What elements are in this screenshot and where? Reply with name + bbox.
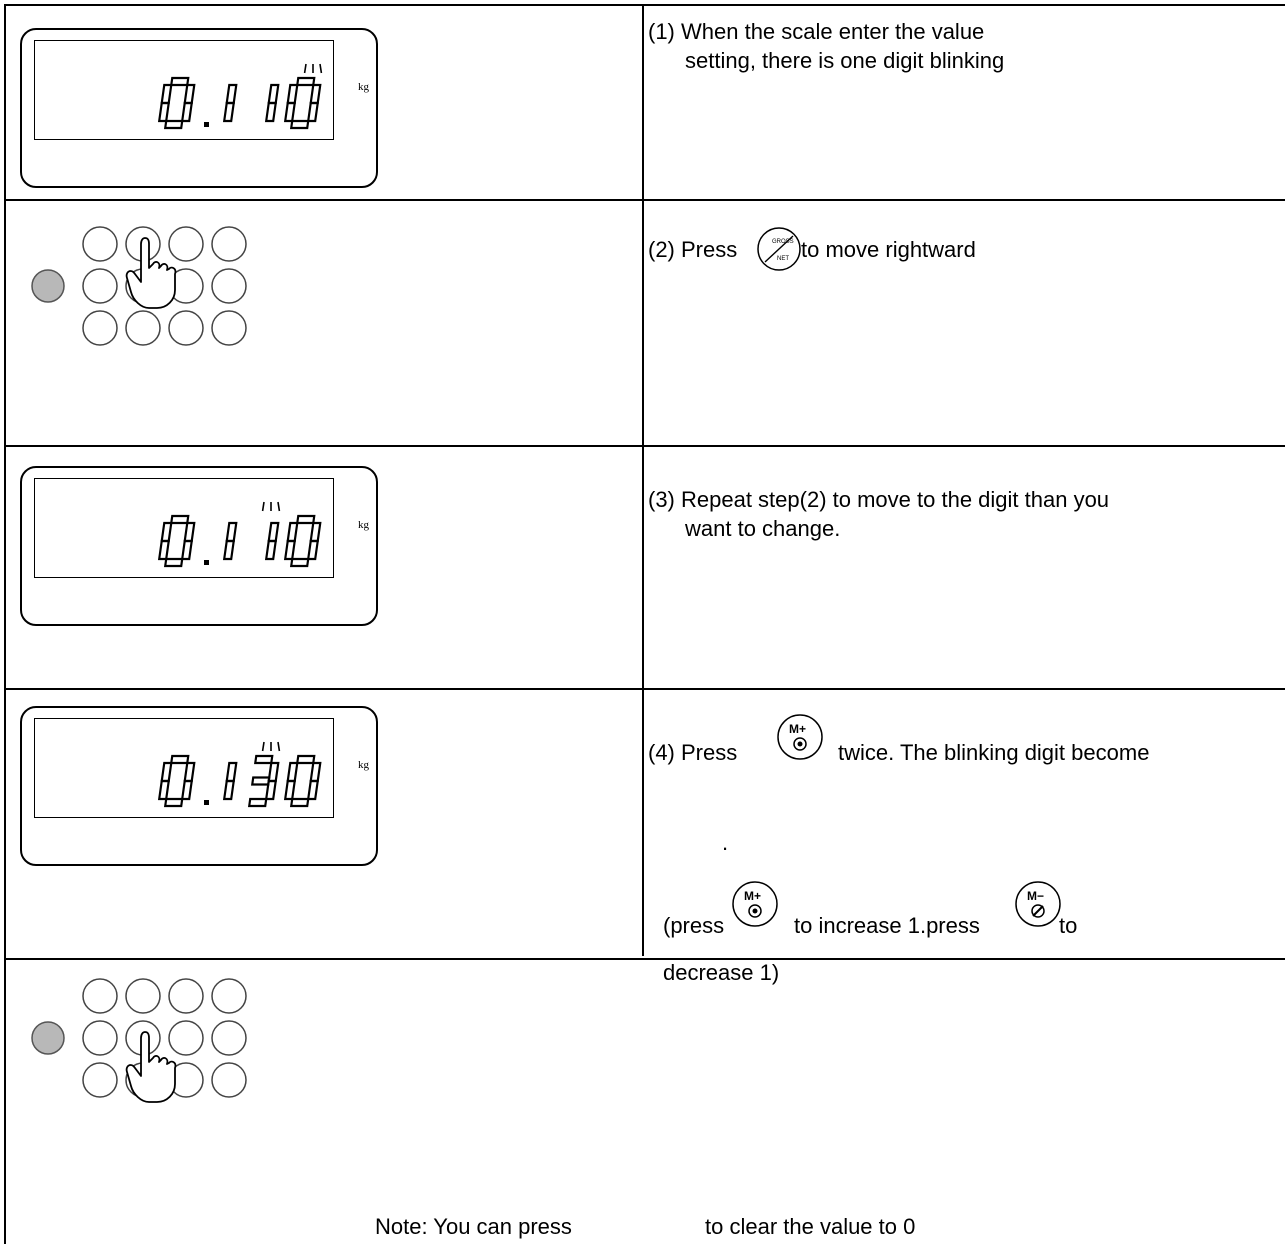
lcd-digit [284,516,321,566]
lcd-unit: kg [358,759,370,771]
keypad-key [83,311,117,345]
note-prefix: Note: You can press [375,1212,572,1241]
note-suffix: to clear the value to 0 [705,1212,915,1241]
row-divider-4 [4,958,1285,960]
lcd-decimal-point [204,122,209,127]
step2-prefix: (2) Press [648,237,737,262]
lcd-digit [249,756,279,806]
keypad-key [212,311,246,345]
keypad-key [212,269,246,303]
lcd-digits: kg [22,708,378,866]
step4-paren-suffix: to [1059,911,1077,940]
lcd-digit [224,523,236,559]
lcd-digits: kg [22,468,378,626]
keypad-key [212,979,246,1013]
scale-display-step1: kg [20,28,378,188]
blink-indicator [263,742,280,751]
step4-suffix: twice. The blinking digit become [838,738,1149,767]
m-plus-label: M+ [789,722,806,736]
step4-paren-middle: to increase 1.press [794,911,980,940]
keypad-key [212,1063,246,1097]
indicator-light [32,1022,64,1054]
keypad-key [83,1021,117,1055]
keypad-key [169,311,203,345]
keypad-key [169,227,203,261]
step4-paren-prefix: (press [663,911,724,940]
m-plus-label: M+ [744,889,761,903]
blink-indicator [263,502,280,511]
keypad-key [83,269,117,303]
lcd-digit [158,516,195,566]
step3-text: (3) Repeat step(2) to move to the digit … [648,485,1109,543]
lcd-digit [158,78,195,128]
keypad-key [83,227,117,261]
keypad-key [83,1063,117,1097]
lcd-digit [266,85,278,121]
step4-last-line: decrease 1) [663,958,779,987]
step3-line2: want to change. [648,514,1109,543]
blink-indicator [305,64,322,73]
step1-line1: (1) When the scale enter the value [648,17,1004,46]
m-minus-label: M− [1027,889,1044,903]
step1-text: (1) When the scale enter the value setti… [648,17,1004,75]
lcd-decimal-point [204,800,209,805]
keypad-key [126,311,160,345]
indicator-light [32,270,64,302]
scale-display-step4: kg [20,706,378,866]
step2-suffix: to move rightward [801,235,976,264]
lcd-unit: kg [358,81,370,93]
lcd-digits: kg [22,30,378,188]
step4-dot: . [722,828,728,857]
step1-line2: setting, there is one digit blinking [648,46,1004,75]
scale-display-step3: kg [20,466,378,626]
keypad-key [126,979,160,1013]
keypad-key [212,227,246,261]
gross-net-button-icon: GROSS NET [755,226,803,272]
column-divider [642,4,644,956]
m-plus-button-icon: M+ [775,713,825,761]
keypad-key [83,979,117,1013]
lcd-digit [158,756,195,806]
svg-text:GROSS: GROSS [772,239,794,245]
table-border-top [4,4,1285,6]
svg-text:NET: NET [777,256,789,262]
m-plus-button-icon: M+ [730,880,780,928]
lcd-digit [224,763,236,799]
row-divider-3 [4,688,1285,690]
keypad-key [169,979,203,1013]
keypad-key [212,1021,246,1055]
step3-line1: (3) Repeat step(2) to move to the digit … [648,485,1109,514]
lcd-digit [266,523,278,559]
table-border-left [4,4,6,1244]
row-divider-1 [4,199,1285,201]
lcd-digit [284,78,321,128]
lcd-digit [224,85,236,121]
row-divider-2 [4,445,1285,447]
lcd-digit [284,756,321,806]
keypad-press-icon [28,974,268,1144]
m-minus-button-icon: M− [1013,880,1063,928]
step2-text: (2) Press [648,235,737,264]
lcd-unit: kg [358,519,370,531]
keypad-key [169,1021,203,1055]
step4-prefix: (4) Press [648,738,737,767]
lcd-decimal-point [204,560,209,565]
keypad-press-icon [28,222,268,392]
